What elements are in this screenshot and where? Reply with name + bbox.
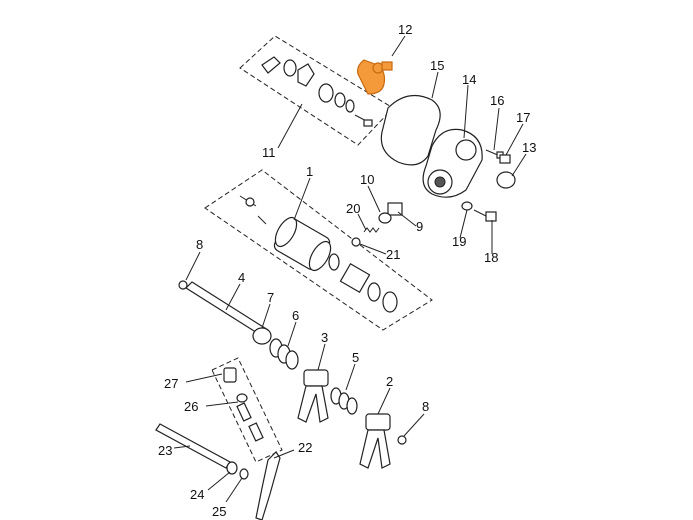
callout-8-left: 8 [196,237,203,252]
spring-5 [330,387,358,415]
leader-lines [173,35,527,503]
shift-cover-14 [422,128,483,198]
pin-8-right [397,435,407,445]
clip-25 [239,468,249,480]
callout-26: 26 [184,399,198,414]
callout-7: 7 [267,290,274,305]
bolt-18 [473,209,497,222]
callout-23: 23 [158,443,172,458]
callout-1: 1 [306,164,313,179]
washer-13 [496,171,516,189]
group-box-26 [211,357,283,463]
callout-4: 4 [238,270,245,285]
callout-3: 3 [321,330,328,345]
callout-5: 5 [352,350,359,365]
bolt-17 [499,154,511,164]
callout-9: 9 [416,219,423,234]
shift-sector-gear-12 [357,59,393,95]
callout-14: 14 [462,72,476,87]
spring-6 [269,338,299,370]
shift-fork-2 [359,413,391,469]
callout-25: 25 [212,504,226,519]
shift-fork-3 [297,369,329,423]
callout-15: 15 [430,58,444,73]
screw-27 [223,367,237,383]
callout-17: 17 [516,110,530,125]
callout-13: 13 [522,140,536,155]
washer-10 [378,212,392,224]
callout-11: 11 [262,145,276,160]
callout-27: 27 [164,376,178,391]
shift-lever-22 [255,451,281,520]
gasket-15 [380,94,441,166]
callout-22: 22 [298,440,312,455]
callout-24: 24 [190,487,204,502]
callout-21: 21 [386,247,400,262]
callout-19: 19 [452,234,466,249]
pin-8-left [178,280,188,290]
callout-10: 10 [360,172,374,187]
shift-arm-assembly [261,56,373,127]
ball-21 [351,237,361,247]
pin-26 [236,393,264,442]
collar-7 [252,327,272,345]
callout-2: 2 [386,374,393,389]
shift-drum-1 [239,195,398,313]
callout-6: 6 [292,308,299,323]
washer-24 [226,461,238,475]
spring-20 [363,227,380,233]
bolt-19 [461,201,473,211]
callout-18: 18 [484,250,498,265]
callout-8-right: 8 [422,399,429,414]
callout-12: 12 [398,22,412,37]
callout-16: 16 [490,93,504,108]
group-box-1 [204,169,433,331]
callout-20: 20 [346,201,360,216]
